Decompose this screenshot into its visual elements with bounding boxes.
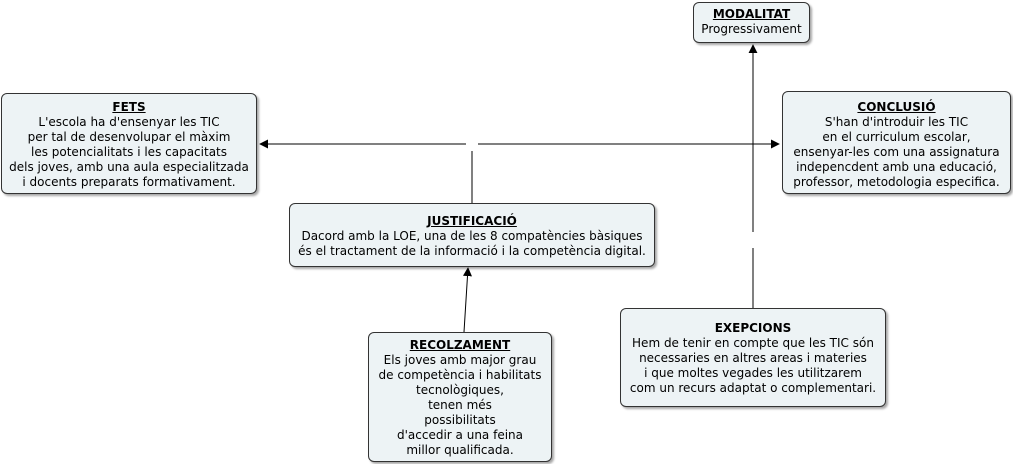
node-expecions-line: com un recurs adaptat o complementari.: [629, 381, 877, 395]
node-fets-line: L'escola ha d'ensenyar les TIC: [38, 115, 220, 129]
node-fets-line: i docents preparats formativament.: [22, 175, 236, 189]
node-conclusio-line: en el curriculum escolar,: [822, 130, 971, 144]
node-recolzament-line: Els joves amb major grau: [383, 353, 537, 367]
node-conclusio-line: professor, metodologia especifica.: [793, 175, 1000, 189]
node-expecions-line: necessaries en altres areas i materies: [639, 351, 867, 365]
node-recolzament-line: d'accedir a una feina: [397, 428, 523, 442]
node-expecions-line: Hem de tenir en compte que les TIC són: [632, 336, 874, 350]
node-conclusio[interactable]: CONCLUSIÓ S'han d'introduir les TIC en e…: [782, 91, 1011, 194]
node-conclusio-line: S'han d'introduir les TIC: [824, 115, 969, 129]
node-recolzament-line: possibilitats: [424, 413, 496, 427]
node-expecions[interactable]: EXEPCIONS Hem de tenir en compte que les…: [620, 308, 886, 407]
node-recolzament-line: tenen més: [428, 398, 492, 412]
node-conclusio-line: ensenyar-les com una assignatura: [793, 145, 1000, 159]
node-fets[interactable]: FETS L'escola ha d'ensenyar les TIC per …: [1, 93, 257, 194]
node-recolzament-title: RECOLZAMENT: [409, 338, 511, 352]
node-justificacio-line: Dacord amb la LOE, una de les 8 compatèn…: [301, 229, 643, 243]
node-conclusio-title: CONCLUSIÓ: [857, 100, 936, 114]
node-fets-line: les potencialitats i les capacitats: [30, 145, 228, 159]
node-modalitat-title: MODALITAT: [712, 7, 791, 21]
node-recolzament-line: de competència i habilitats: [378, 368, 542, 382]
node-modalitat[interactable]: MODALITAT Progressivament: [693, 2, 810, 43]
node-expecions-title: EXEPCIONS: [714, 321, 792, 335]
node-justificacio[interactable]: JUSTIFICACIÓ Dacord amb la LOE, una de l…: [289, 203, 655, 267]
node-recolzament[interactable]: RECOLZAMENT Els joves amb major grau de …: [368, 332, 552, 462]
node-fets-line: dels joves, amb una aula especialitzada: [9, 160, 249, 174]
node-fets-title: FETS: [112, 100, 146, 114]
node-recolzament-line: millor qualificada.: [406, 443, 514, 457]
node-conclusio-line: indepencdent amb una educació,: [796, 160, 997, 174]
edge-recolzament-justificacio: [463, 267, 472, 333]
node-modalitat-line: Progressivament: [701, 22, 802, 36]
node-justificacio-line: és el tractament de la informació i la c…: [298, 244, 646, 258]
node-recolzament-line: tecnològiques,: [416, 383, 504, 397]
node-fets-line: per tal de desenvolupar el màxim: [27, 130, 231, 144]
node-justificacio-title: JUSTIFICACIÓ: [427, 214, 517, 228]
node-expecions-line: i que moltes vegades les utilitzarem: [644, 366, 862, 380]
